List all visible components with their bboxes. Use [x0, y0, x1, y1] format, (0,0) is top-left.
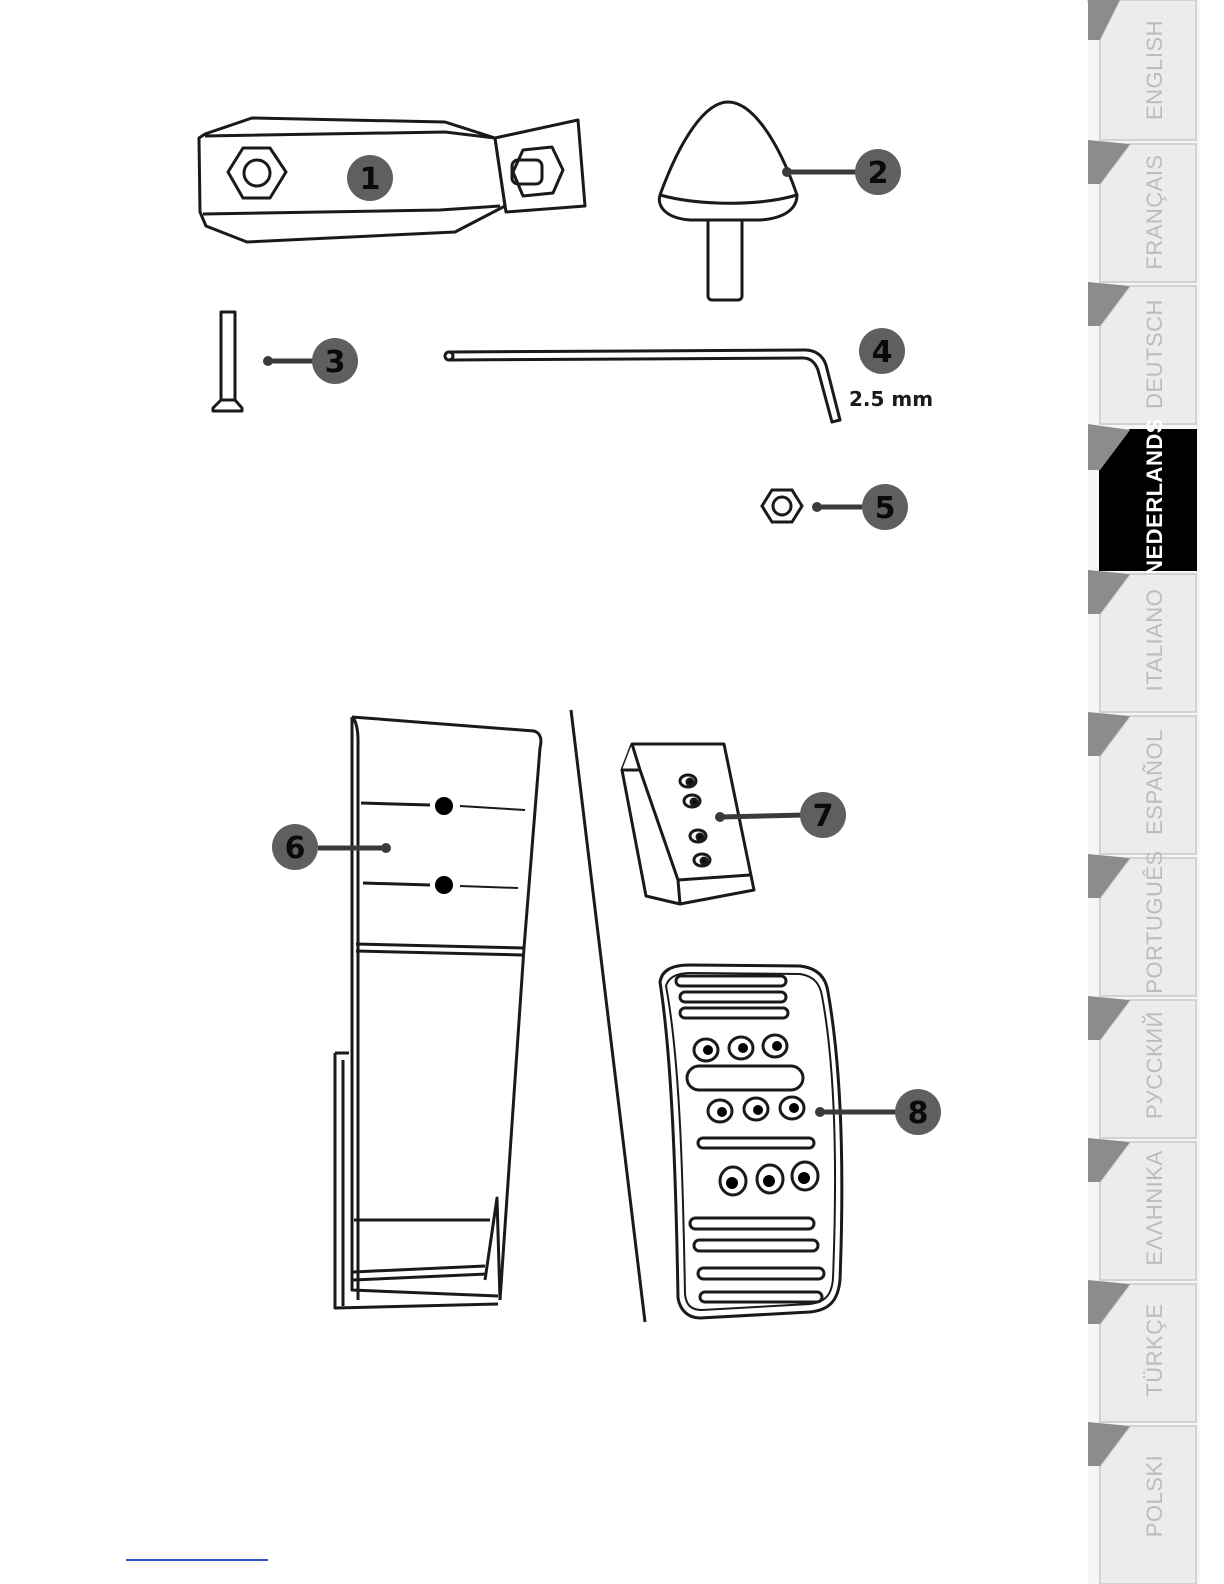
- callout-number-3: 3: [325, 345, 346, 380]
- tab-english[interactable]: ENGLISH: [1088, 0, 1196, 140]
- tab-deutsch-label: DEUTSCH: [1142, 299, 1167, 409]
- tab-portugues-label: PORTUGUÊS: [1142, 850, 1167, 993]
- tab-russian-label: РУССКИЙ: [1142, 1011, 1167, 1119]
- callout-badge-2: 2: [855, 149, 901, 195]
- part-7-spacer-block: [622, 744, 754, 904]
- callout-number-4: 4: [872, 335, 893, 370]
- tab-nederlands[interactable]: NEDERLANDS: [1088, 418, 1196, 576]
- callout-badge-7: 7: [800, 792, 846, 838]
- callout-badge-4: 4: [859, 328, 905, 374]
- language-tab-strip: ENGLISH FRANÇAIS DEUTSCH NEDERLANDS ITAL…: [1088, 0, 1200, 1584]
- callout-badge-6: 6: [272, 824, 318, 870]
- tab-nederlands-label: NEDERLANDS: [1142, 418, 1167, 576]
- tab-greek[interactable]: ΕΛΛΗΝΙΚΑ: [1088, 1138, 1196, 1280]
- tab-italiano[interactable]: ITALIANO: [1088, 570, 1196, 712]
- part-2-cone: [659, 102, 797, 300]
- tab-turkce[interactable]: TÜRKÇE: [1088, 1280, 1196, 1422]
- part-5-nut: [762, 490, 802, 522]
- callout-badge-3: 3: [312, 338, 358, 384]
- tab-francais[interactable]: FRANÇAIS: [1088, 140, 1196, 282]
- tab-espanol[interactable]: ESPAÑOL: [1088, 712, 1196, 854]
- tab-polski[interactable]: POLSKI: [1088, 1422, 1196, 1584]
- footnote-link-underline[interactable]: [126, 1559, 268, 1561]
- tab-espanol-label: ESPAÑOL: [1142, 729, 1167, 835]
- tab-deutsch[interactable]: DEUTSCH: [1088, 282, 1196, 424]
- allen-key-size-label: 2.5 mm: [849, 387, 933, 411]
- part-6-pedal-arm: [335, 717, 541, 1308]
- callout-badge-8: 8: [895, 1089, 941, 1135]
- tab-english-label: ENGLISH: [1142, 20, 1167, 120]
- tab-polski-label: POLSKI: [1142, 1455, 1167, 1537]
- tab-turkce-label: TÜRKÇE: [1142, 1303, 1167, 1396]
- part-8-pedal-plate: [660, 965, 842, 1318]
- callout-number-6: 6: [285, 831, 306, 866]
- tab-francais-label: FRANÇAIS: [1142, 154, 1167, 269]
- callout-number-1: 1: [360, 162, 381, 197]
- part-4-allen-key: [445, 350, 840, 422]
- callout-badge-1: 1: [347, 155, 393, 201]
- tab-russian[interactable]: РУССКИЙ: [1088, 996, 1196, 1138]
- callout-number-5: 5: [875, 491, 896, 526]
- part-3-screw: [213, 312, 242, 411]
- callout-number-7: 7: [813, 799, 834, 834]
- callout-number-2: 2: [868, 156, 889, 191]
- callout-badge-5: 5: [862, 484, 908, 530]
- callout-number-8: 8: [908, 1096, 929, 1131]
- tab-italiano-label: ITALIANO: [1142, 589, 1167, 692]
- tab-greek-label: ΕΛΛΗΝΙΚΑ: [1142, 1150, 1167, 1265]
- tab-portugues[interactable]: PORTUGUÊS: [1088, 850, 1196, 996]
